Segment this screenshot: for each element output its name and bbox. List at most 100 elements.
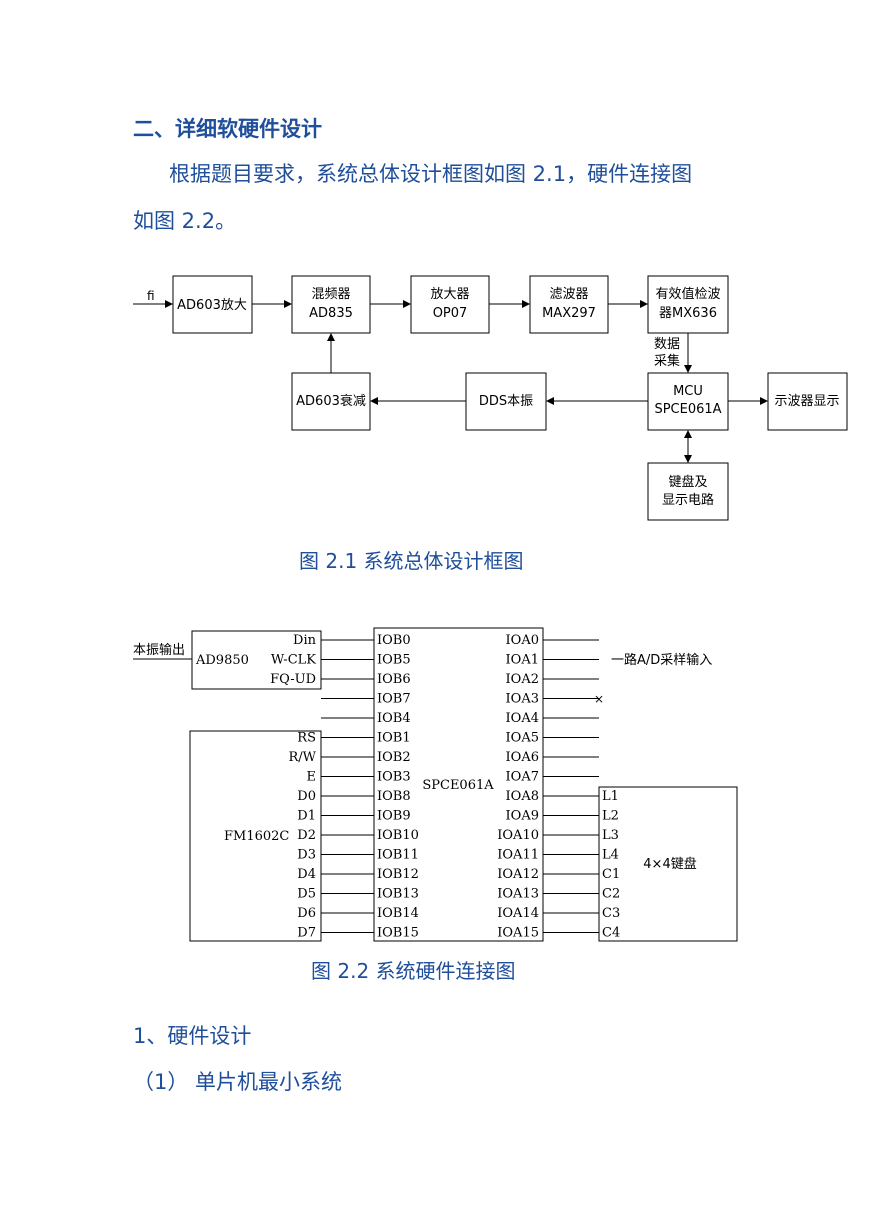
pin-ioa11: IOA11: [497, 848, 539, 863]
pin-ioa7: IOA7: [506, 770, 539, 785]
label-keyboard-1: 键盘及: [668, 474, 707, 490]
spce061a-label: SPCE061A: [422, 778, 494, 793]
pin-ioa13: IOA13: [497, 887, 539, 902]
lcd-pin-rs: RS: [297, 731, 316, 746]
pin-iob11: IOB11: [377, 848, 419, 863]
pin-ioa15: IOA15: [497, 926, 539, 941]
pin-labels: IOB0IOB5IOB6IOB7IOB4IOB1IOB2IOB3IOB8IOB9…: [270, 633, 620, 941]
lcd-pin-d3: D3: [297, 848, 316, 863]
pin-iob14: IOB14: [377, 906, 419, 921]
ad9850-label: AD9850: [195, 653, 249, 668]
pin-iob5: IOB5: [377, 653, 411, 668]
label-mcu-2: SPCE061A: [654, 402, 721, 417]
label-scope: 示波器显示: [774, 394, 839, 409]
ioa-wires: [543, 639, 599, 933]
box-mixer: [291, 275, 371, 334]
pin-iob0: IOB0: [377, 633, 411, 648]
lcd-pin-d2: D2: [297, 828, 316, 843]
figure-2-2-caption: 图 2.2 系统硬件连接图: [311, 959, 516, 983]
spce061a-box: [373, 627, 544, 942]
pin-ioa6: IOA6: [506, 750, 539, 765]
pin-iob2: IOB2: [377, 750, 411, 765]
intro-line-1: 根据题目要求，系统总体设计框图如图 2.1，硬件连接图: [169, 162, 693, 186]
lcd-pin-d7: D7: [297, 926, 316, 941]
lcd-pin-d6: D6: [297, 906, 316, 921]
pin-iob15: IOB15: [377, 926, 419, 941]
label-ad603-amp: AD603放大: [177, 298, 247, 313]
fm1602c-box: [189, 730, 322, 942]
box-filter: [529, 275, 609, 334]
label-filter-1: 滤波器: [549, 287, 588, 302]
figure-2-1-block-diagram: [133, 275, 848, 521]
label-mcu-1: MCU: [673, 384, 703, 399]
pin-ioa1: IOA1: [506, 653, 539, 668]
figure-2-1-labels: fi AD603放大 混频器 AD835 放大器 OP07 滤波器 MAX297…: [147, 286, 840, 508]
ad-input-label: 一路A/D采样输入: [611, 652, 712, 668]
pin-ioa4: IOA4: [506, 711, 539, 726]
lcd-pin-d4: D4: [297, 867, 316, 882]
pin-iob12: IOB12: [377, 867, 419, 882]
box-rms-detector: [647, 275, 729, 334]
subsection-hardware-design: 1、硬件设计: [133, 1024, 252, 1048]
intro-line-2: 如图 2.2。: [133, 209, 237, 233]
label-mixer-1: 混频器: [311, 287, 350, 302]
label-ad603-att: AD603衰减: [296, 393, 366, 409]
pin-ioa2: IOA2: [506, 672, 539, 687]
pin-iob4: IOB4: [377, 711, 411, 726]
pin-iob9: IOB9: [377, 809, 411, 824]
pin-iob7: IOB7: [377, 692, 411, 707]
section-heading: 二、详细软硬件设计: [133, 117, 322, 141]
keypad-pin-l2: L2: [602, 809, 619, 824]
lcd-pin-d5: D5: [297, 887, 316, 902]
lcd-pin-d1: D1: [297, 809, 316, 824]
lcd-pin-d0: D0: [297, 789, 316, 804]
label-data-acq-2: 采集: [654, 353, 680, 369]
label-dds: DDS本振: [479, 394, 533, 409]
ad9850-pin-fq-ud: FQ-UD: [270, 672, 316, 687]
pin-ioa3: IOA3: [506, 692, 539, 707]
input-label: fi: [147, 289, 155, 303]
pin-iob8: IOB8: [377, 789, 411, 804]
pin-ioa5: IOA5: [506, 731, 539, 746]
keypad-pin-c4: C4: [602, 926, 620, 941]
keypad-label: 4×4键盘: [643, 856, 696, 872]
iob-wires: [321, 639, 374, 933]
keypad-pin-c1: C1: [602, 867, 620, 882]
pin-ioa10: IOA10: [497, 828, 539, 843]
ad9850-pin-din: Din: [293, 633, 317, 648]
ad9850-pin-w-clk: W-CLK: [271, 653, 316, 668]
box-keyboard: [647, 462, 729, 521]
keypad-pin-c3: C3: [602, 906, 620, 921]
fm1602c-label: FM1602C: [224, 829, 289, 844]
pin-iob10: IOB10: [377, 828, 419, 843]
label-amp-1: 放大器: [430, 287, 469, 302]
pin-iob6: IOB6: [377, 672, 411, 687]
label-filter-2: MAX297: [542, 306, 596, 321]
figure-2-2-labels: 本振输出 AD9850 FM1602C SPCE061A 一路A/D采样输入 ×…: [133, 633, 712, 941]
pin-ioa9: IOA9: [506, 809, 539, 824]
lo-output-label: 本振输出: [133, 642, 185, 658]
keypad-pin-l4: L4: [602, 848, 619, 863]
pin-ioa8: IOA8: [506, 789, 539, 804]
lcd-pin-e: E: [307, 770, 317, 785]
figure-2-1-caption: 图 2.1 系统总体设计框图: [299, 549, 524, 573]
keypad-box: [598, 786, 738, 942]
keypad-pin-l1: L1: [602, 789, 619, 804]
subsection-mcu-minimal-system: （1） 单片机最小系统: [133, 1070, 343, 1094]
pin-ioa0: IOA0: [506, 633, 539, 648]
pin-iob1: IOB1: [377, 731, 411, 746]
label-amp-2: OP07: [433, 306, 468, 321]
label-mixer-2: AD835: [309, 306, 353, 321]
pin-ioa14: IOA14: [497, 906, 539, 921]
pin-iob3: IOB3: [377, 770, 411, 785]
box-scope: [767, 372, 848, 431]
label-rms-2: 器MX636: [659, 306, 717, 321]
figure-2-2-schematic: [133, 627, 738, 942]
keypad-pin-l3: L3: [602, 828, 619, 843]
pin-iob13: IOB13: [377, 887, 419, 902]
keypad-pin-c2: C2: [602, 887, 620, 902]
label-keyboard-2: 显示电路: [662, 492, 714, 508]
lcd-pin-rw: R/W: [288, 750, 316, 765]
label-data-acq-1: 数据: [654, 337, 680, 352]
